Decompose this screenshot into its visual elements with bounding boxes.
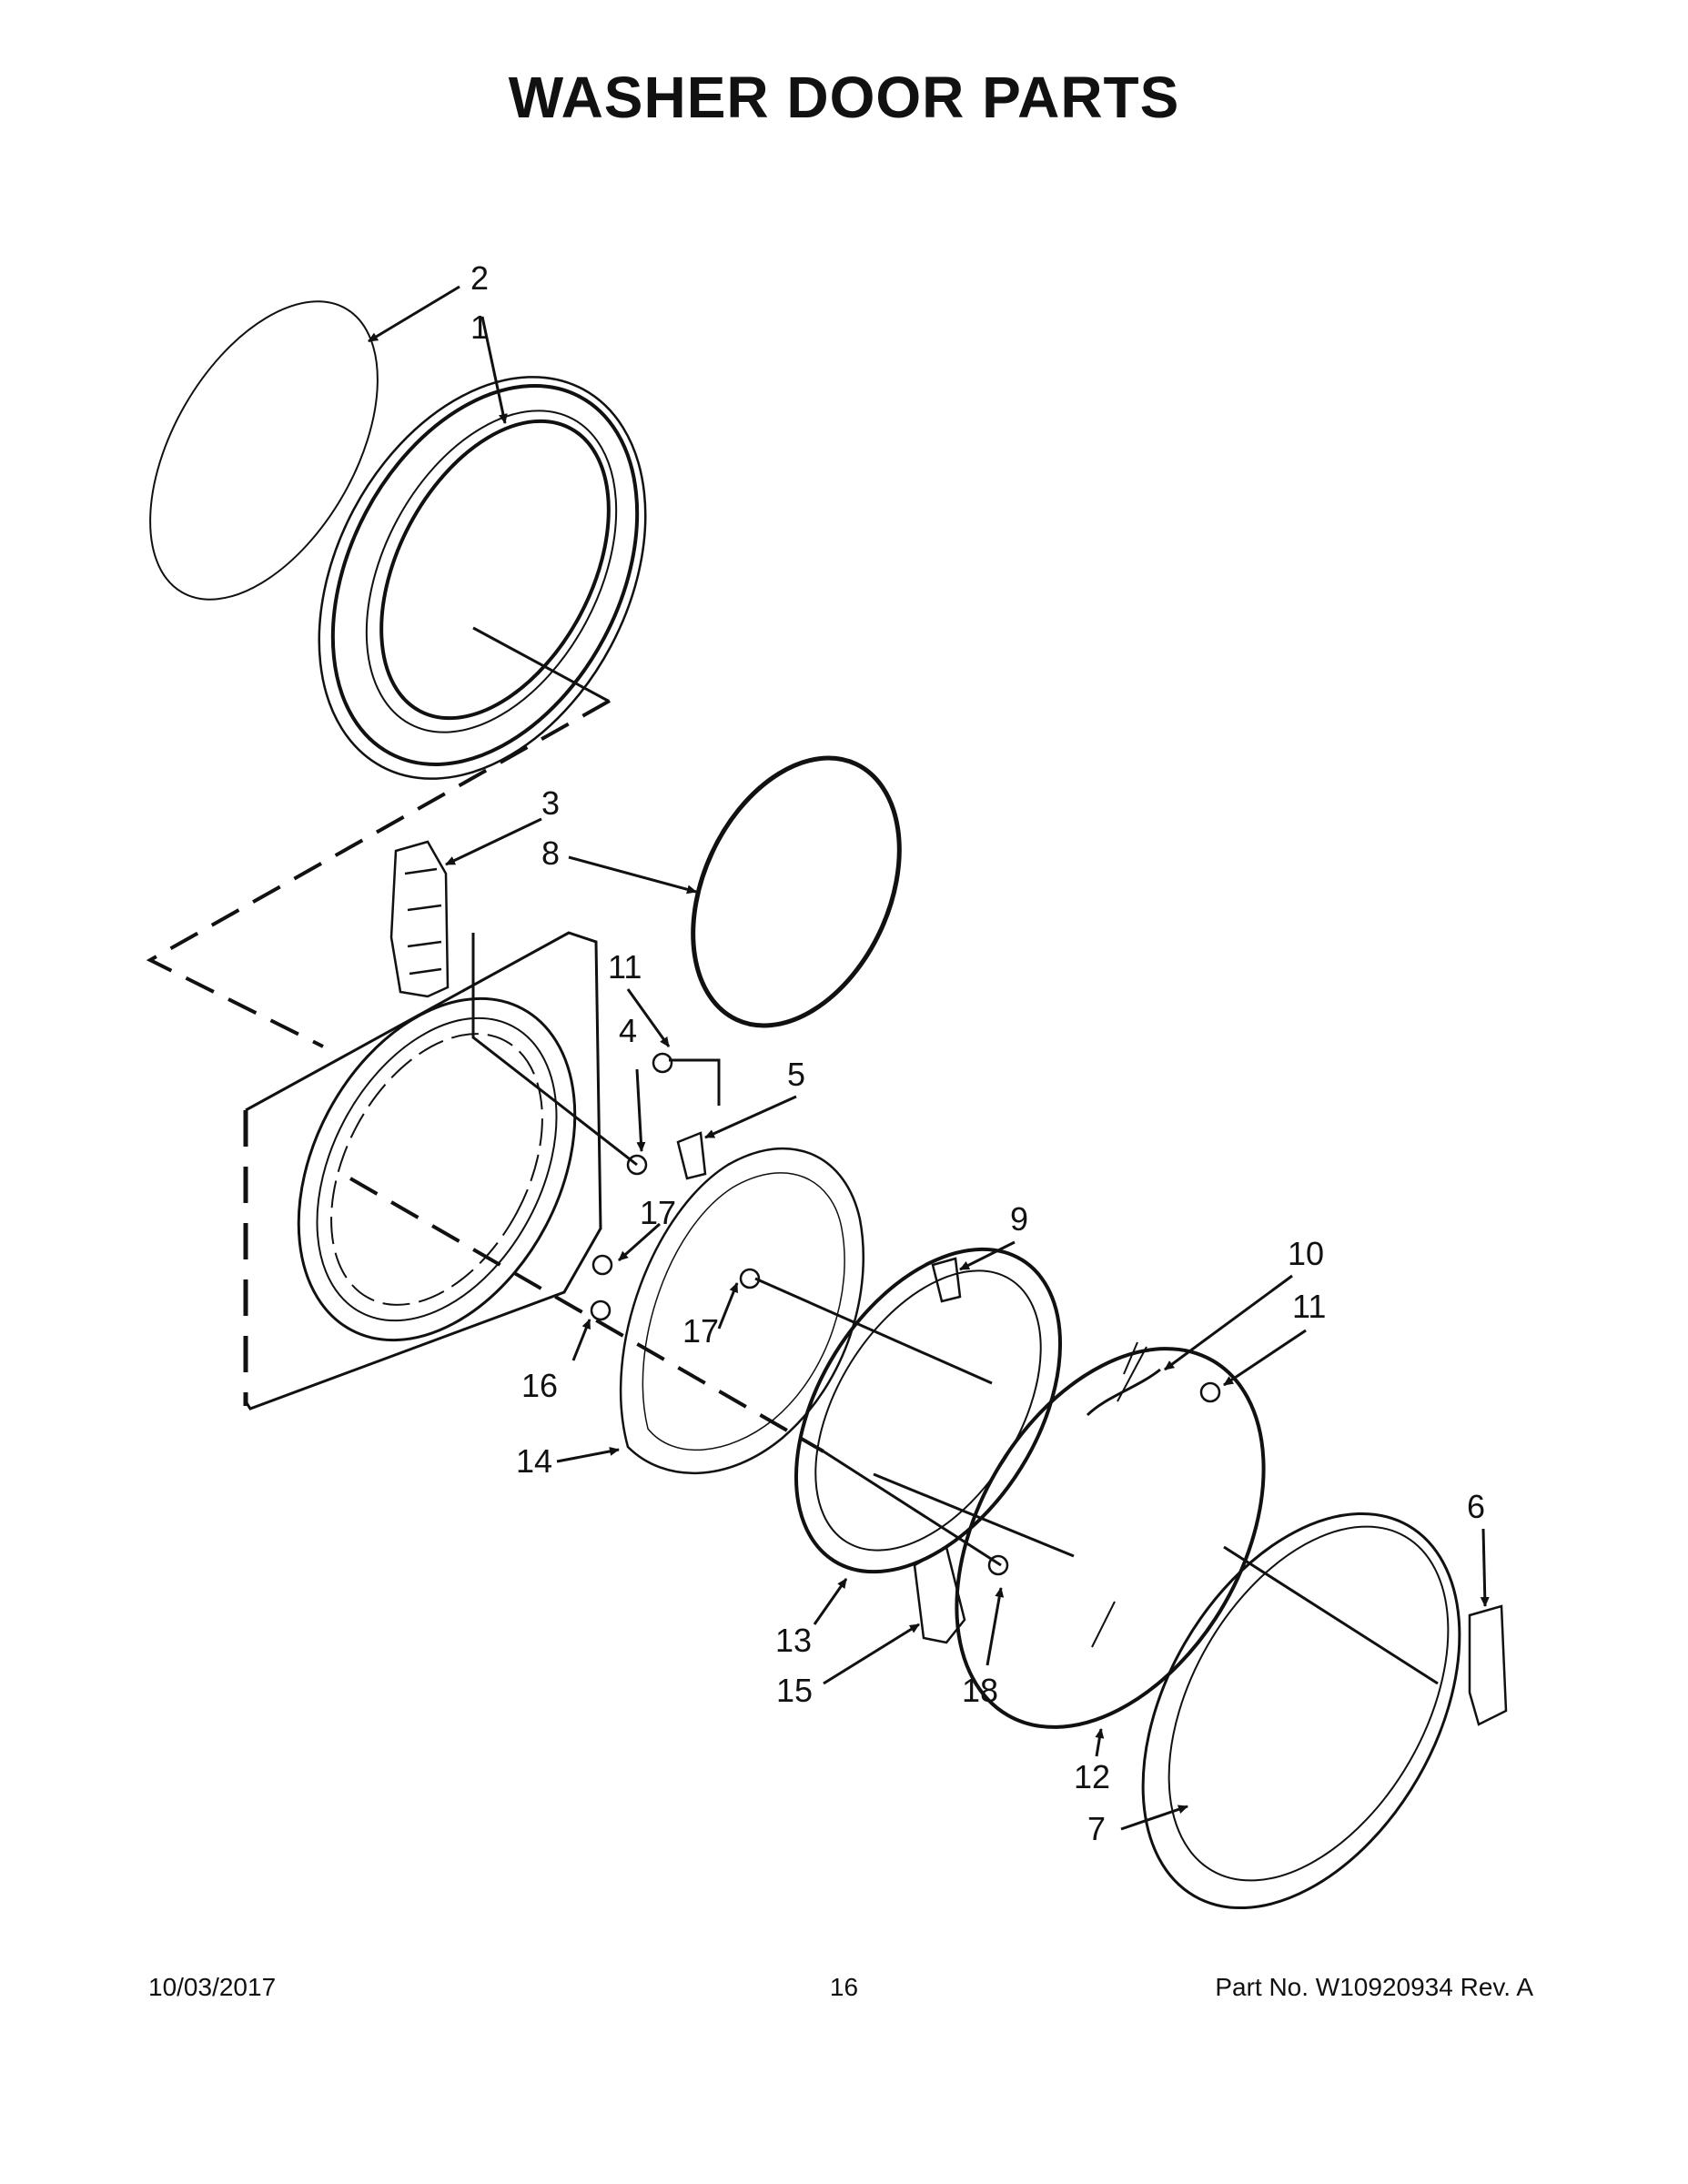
callout-9: 9	[1010, 1200, 1028, 1238]
footer-part-number: Part No. W10920934 Rev. A	[1215, 1973, 1533, 2001]
callout-6: 6	[1467, 1488, 1485, 1525]
callout-11-lower: 11	[1292, 1288, 1326, 1325]
callout-17-upper: 17	[640, 1194, 676, 1231]
callout-7: 7	[1087, 1810, 1106, 1847]
door-handle-part	[1468, 1604, 1508, 1726]
screw-parts	[590, 1052, 1221, 1576]
callout-16: 16	[521, 1367, 558, 1404]
callout-13: 13	[775, 1622, 812, 1659]
bracket-part-9	[931, 1257, 962, 1303]
callout-15: 15	[776, 1672, 813, 1709]
front-panel-part	[243, 931, 602, 1410]
footer-page-number: 16	[829, 1973, 859, 2001]
bracket-part-5	[676, 1131, 707, 1180]
callout-17-lower: 17	[682, 1312, 719, 1350]
callout-12: 12	[1074, 1758, 1110, 1795]
door-lock-part	[389, 840, 450, 998]
callout-14: 14	[516, 1442, 552, 1480]
callout-10: 10	[1288, 1235, 1324, 1272]
callout-18: 18	[962, 1672, 998, 1709]
callout-1: 1	[470, 308, 489, 346]
footer-date: 10/03/2017	[148, 1973, 277, 2001]
door-seal-ring-part	[691, 755, 902, 1028]
door-hinge-part	[913, 1545, 966, 1644]
window-glass-part	[149, 300, 379, 601]
callout-2: 2	[470, 259, 489, 297]
inner-door-frame-part	[619, 1147, 865, 1475]
callout-11-upper: 11	[608, 948, 642, 986]
outer-door-trim-part	[1141, 1512, 1461, 1910]
callout-4: 4	[619, 1012, 637, 1049]
callout-8: 8	[541, 834, 560, 872]
door-strip-part	[1086, 1368, 1161, 1417]
callout-5: 5	[787, 1056, 805, 1093]
callout-3: 3	[541, 784, 560, 822]
page-title: WASHER DOOR PARTS	[508, 65, 1180, 130]
outer-door-ring-part	[318, 376, 647, 780]
